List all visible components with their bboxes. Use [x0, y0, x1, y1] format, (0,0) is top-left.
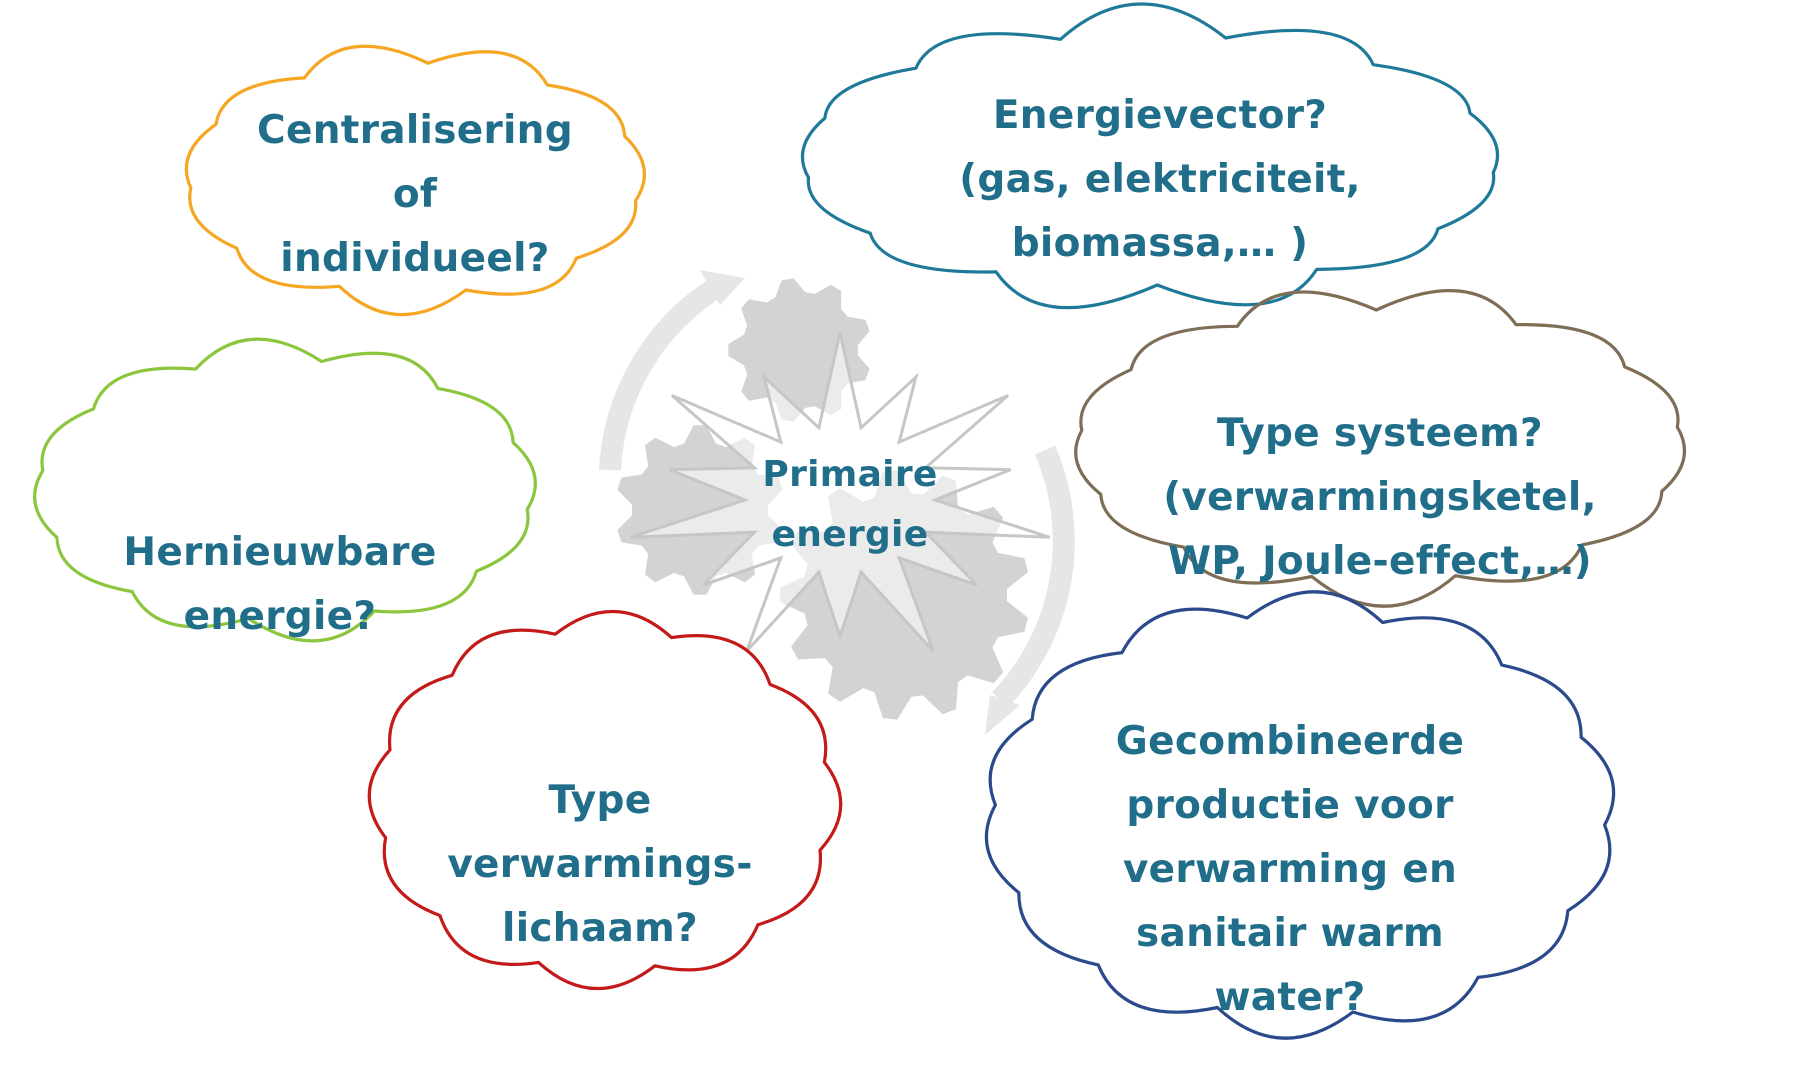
cloud-type-systeem-outline: [1074, 289, 1687, 608]
cloud-centralisering-line-2: of: [392, 172, 438, 217]
cycle-arrow-arc-2: [992, 445, 1075, 708]
cloud-hernieuwbare-line-2: energie?: [183, 594, 377, 639]
cycle-arrow-arc-1: [599, 275, 726, 471]
cloud-centralisering-line-1: Centralisering: [257, 108, 573, 153]
cloud-layer: [33, 2, 1687, 1040]
cloud-verwarmingslichaam-line-1: Type: [548, 778, 652, 823]
cloud-energievector-line-1: Energievector?: [992, 93, 1328, 138]
cloud-gecombineerde-line-5: water?: [1214, 975, 1366, 1020]
center-label: Primaire energie: [720, 440, 980, 570]
cloud-verwarmingslichaam-outline: [367, 609, 843, 991]
cloud-gecombineerde-line-2: productie voor: [1126, 783, 1454, 828]
cloud-type-systeem-line-1: Type systeem?: [1217, 411, 1543, 456]
center-label-line-2: energie: [771, 514, 929, 555]
cloud-energievector-line-3: biomassa,… ): [1011, 221, 1309, 266]
cloud-gecombineerde-outline: [984, 590, 1616, 1040]
cloud-type-systeem-label: Type systeem? (verwarmingsketel, WP, Jou…: [1140, 398, 1620, 598]
cloud-gecombineerde-line-3: verwarming en: [1122, 847, 1458, 892]
cloud-verwarmingslichaam-label: Type verwarmings- lichaam?: [440, 765, 760, 965]
cloud-centralisering-label: Centralisering of individueel?: [215, 95, 615, 295]
cloud-hernieuwbare-label: Hernieuwbare energie?: [110, 515, 450, 655]
center-label-line-1: Primaire: [762, 454, 938, 495]
cloud-hernieuwbare-outline: [33, 337, 537, 643]
cloud-type-systeem-line-2: (verwarmingsketel,: [1163, 475, 1597, 520]
starburst-shape: [629, 331, 1051, 653]
cycle-arrow-head-2: [985, 695, 1020, 735]
cloud-energievector-line-2: (gas, elektriciteit,: [959, 157, 1361, 202]
cloud-centralisering-outline: [184, 44, 646, 317]
center-graphic: [599, 270, 1075, 735]
cloud-gecombineerde-line-4: sanitair warm: [1136, 911, 1444, 956]
cloud-type-systeem-line-3: WP, Joule-effect,…): [1168, 539, 1592, 584]
cloud-gecombineerde-line-1: Gecombineerde: [1115, 719, 1465, 764]
cloud-verwarmingslichaam-line-2: verwarmings-: [447, 842, 753, 887]
cloud-centralisering-line-3: individueel?: [280, 236, 550, 281]
cloud-hernieuwbare-line-1: Hernieuwbare: [123, 530, 437, 575]
cloud-energievector-label: Energievector? (gas, elektriciteit, biom…: [910, 80, 1410, 280]
cloud-gecombineerde-label: Gecombineerde productie voor verwarming …: [1090, 710, 1490, 1030]
cycle-arrow-head-1: [700, 270, 745, 305]
cloud-verwarmingslichaam-line-3: lichaam?: [502, 906, 698, 951]
